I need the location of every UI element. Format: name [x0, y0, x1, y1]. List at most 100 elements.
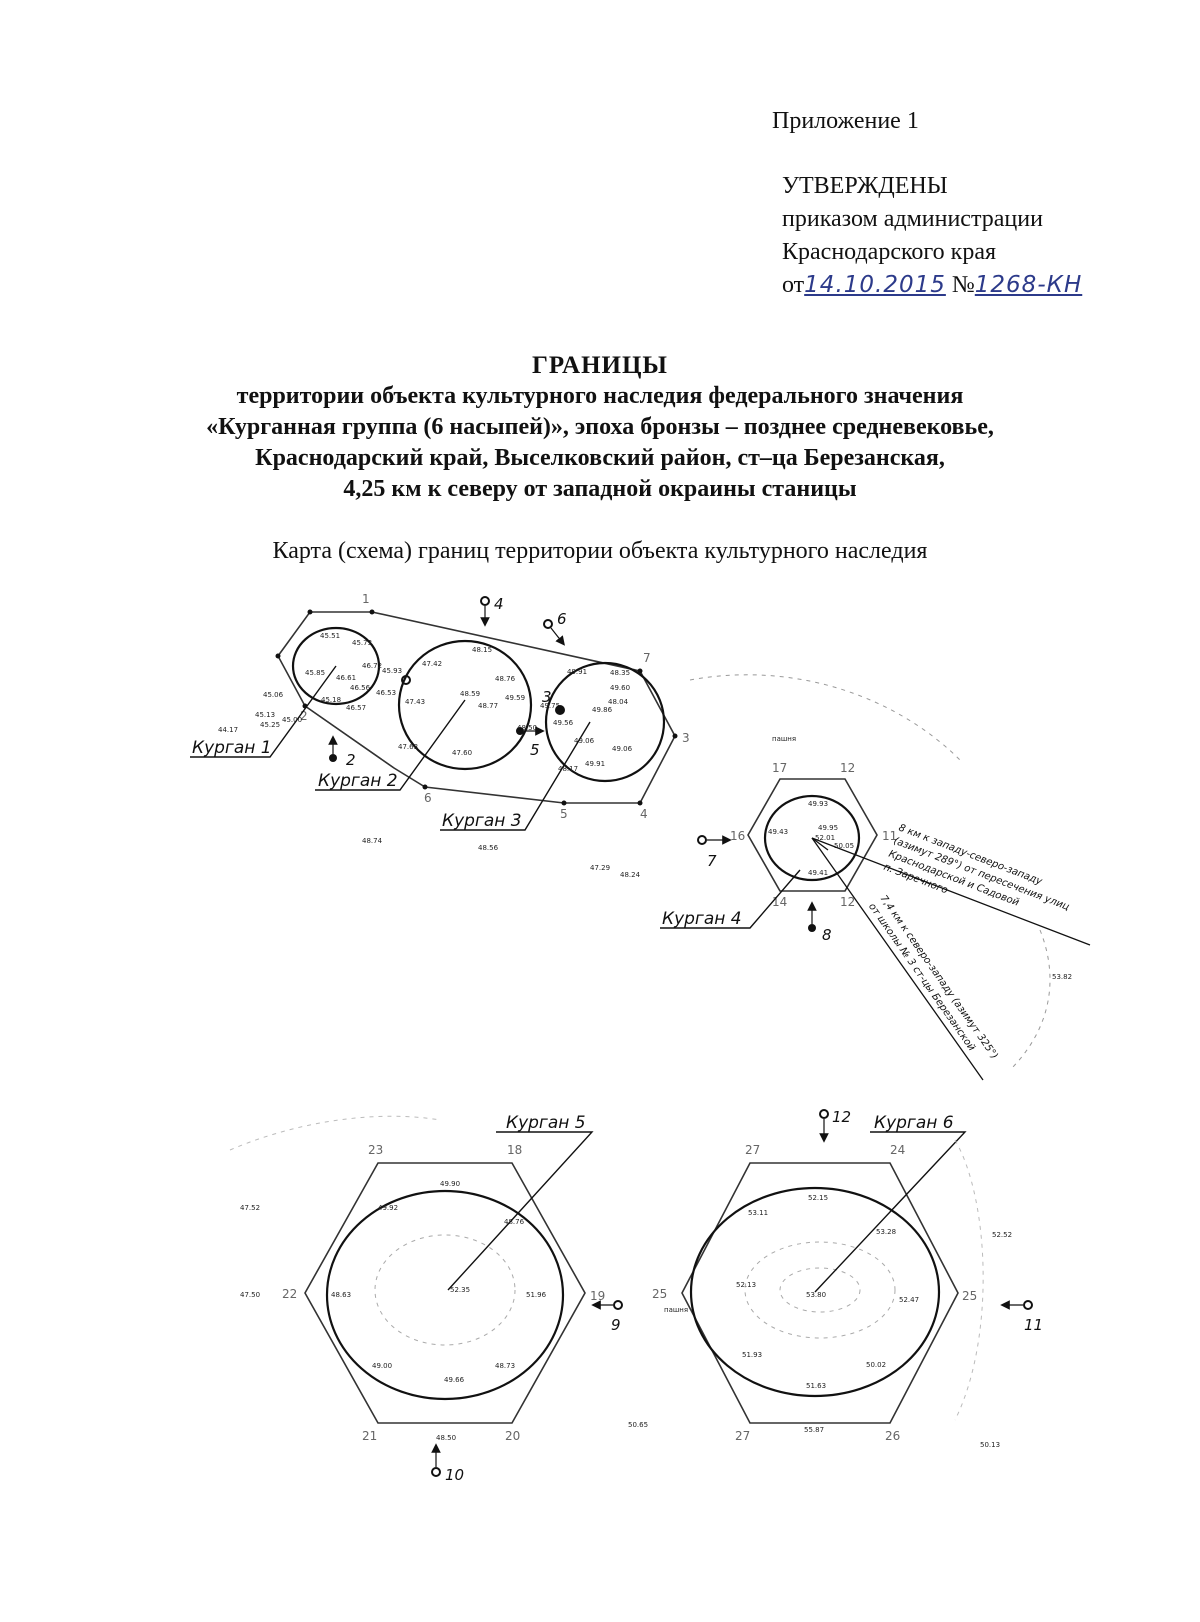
svg-text:8: 8 — [822, 926, 832, 944]
approval-date: 14.10.2015 — [804, 272, 946, 298]
svg-text:47.63: 47.63 — [398, 743, 418, 751]
vertex-number: 24 — [890, 1143, 905, 1157]
vertex-number: 27 — [735, 1429, 750, 1443]
svg-text:46.72: 46.72 — [362, 662, 382, 670]
svg-text:52.01: 52.01 — [815, 834, 835, 842]
svg-text:52.15: 52.15 — [808, 1194, 828, 1202]
vertex-number: 2 — [300, 709, 308, 723]
arable-label: пашня — [664, 1306, 688, 1314]
note-north: 7,4 км к северо-западу (азимут 325°) от … — [866, 893, 1000, 1061]
vertex-number: 7 — [643, 651, 651, 665]
svg-text:49.91: 49.91 — [585, 760, 605, 768]
svg-text:9: 9 — [611, 1316, 621, 1334]
vertex-number: 16 — [730, 829, 745, 843]
approval-line-3: Краснодарского края — [782, 239, 997, 265]
svg-text:50.02: 50.02 — [866, 1361, 886, 1369]
title-line-3: Краснодарский край, Выселковский район, … — [255, 445, 945, 471]
approval-heading: УТВЕРЖДЕНЫ — [782, 173, 948, 199]
vertex-number: 25 — [962, 1289, 977, 1303]
document-title: ГРАНИЦЫ территории объекта культурного н… — [0, 350, 1200, 505]
photo-point-6: 6 — [543, 610, 567, 646]
kurgan-1-mound — [291, 626, 381, 706]
approval-line-2: приказом администрации — [782, 206, 1043, 232]
svg-text:49.92: 49.92 — [378, 1204, 398, 1212]
approval-number-label: № — [951, 272, 975, 298]
svg-text:46.57: 46.57 — [346, 704, 366, 712]
svg-text:52.47: 52.47 — [899, 1296, 919, 1304]
svg-text:45.51: 45.51 — [320, 632, 340, 640]
vertex-number: 27 — [745, 1143, 760, 1157]
svg-text:12: 12 — [832, 1108, 851, 1126]
svg-text:53.11: 53.11 — [748, 1209, 768, 1217]
kurgan-6-mound — [689, 1186, 941, 1398]
svg-text:45.93: 45.93 — [382, 667, 402, 675]
svg-text:45.18: 45.18 — [321, 696, 341, 704]
svg-text:46.61: 46.61 — [336, 674, 356, 682]
svg-text:49.06: 49.06 — [574, 737, 595, 745]
kurgan-2-label: Курган 2 — [318, 771, 398, 791]
approval-from-label: от — [782, 272, 805, 298]
photo-point-10: 10 — [431, 1443, 464, 1484]
svg-text:48.59: 48.59 — [460, 690, 480, 698]
svg-text:48.56: 48.56 — [478, 844, 499, 852]
svg-text:45.73: 45.73 — [352, 639, 372, 647]
vertex-number: 1 — [362, 592, 370, 606]
svg-text:51.96: 51.96 — [526, 1291, 547, 1299]
svg-text:45.25: 45.25 — [260, 721, 280, 729]
svg-text:2: 2 — [346, 751, 356, 769]
vertex-number: 26 — [885, 1429, 900, 1443]
svg-text:52.52: 52.52 — [992, 1231, 1012, 1239]
svg-text:50.13: 50.13 — [980, 1441, 1000, 1449]
svg-text:48.74: 48.74 — [362, 837, 383, 845]
note-northwest: 8 км к западу-северо-западу (азимут 289°… — [882, 823, 1071, 914]
svg-text:48.04: 48.04 — [608, 698, 629, 706]
svg-text:48.76: 48.76 — [504, 1218, 525, 1226]
svg-text:55.87: 55.87 — [804, 1426, 824, 1434]
svg-text:51.93: 51.93 — [742, 1351, 762, 1359]
svg-text:48.35: 48.35 — [610, 669, 630, 677]
title-line-4: 4,25 км к северу от западной окраины ста… — [343, 476, 857, 502]
vertex-number: 12 — [840, 761, 855, 775]
title-heading: ГРАНИЦЫ — [532, 352, 668, 379]
boundary-polygon-kurgan-4 — [747, 778, 878, 892]
vertex-number: 20 — [505, 1429, 520, 1443]
photo-point-7: 7 — [697, 835, 732, 870]
svg-text:48.77: 48.77 — [478, 702, 498, 710]
svg-text:11: 11 — [1024, 1316, 1043, 1334]
kurgan-4-mound — [763, 794, 861, 882]
photo-point-9: 9 — [591, 1300, 623, 1334]
svg-text:48.63: 48.63 — [331, 1291, 351, 1299]
vertex-number: 5 — [560, 807, 568, 821]
svg-text:51.63: 51.63 — [806, 1382, 826, 1390]
svg-text:53.82: 53.82 — [1052, 973, 1072, 981]
svg-text:49.66: 49.66 — [444, 1376, 465, 1384]
kurgan-6-label: Курган 6 — [874, 1113, 954, 1133]
kurgan-3-label: Курган 3 — [442, 811, 522, 831]
svg-text:49.41: 49.41 — [808, 869, 828, 877]
photo-point-4: 4 — [480, 595, 504, 627]
vertex-number: 17 — [772, 761, 787, 775]
map-subtitle: Карта (схема) границ территории объекта … — [272, 538, 928, 564]
svg-text:49.43: 49.43 — [768, 828, 788, 836]
svg-text:3: 3 — [542, 688, 552, 706]
vertex-number: 23 — [368, 1143, 383, 1157]
boundary-polygon-kurgan-6 — [681, 1162, 959, 1424]
photo-point-5: 5 — [516, 726, 545, 759]
vertex-number: 11 — [882, 829, 897, 843]
svg-text:49.86: 49.86 — [592, 706, 613, 714]
svg-text:46.53: 46.53 — [376, 689, 396, 697]
svg-text:49.60: 49.60 — [610, 684, 630, 692]
approval-date-line: от14.10.2015 №1268-КН — [782, 269, 1082, 302]
svg-text:49.75: 49.75 — [540, 702, 560, 710]
vertex-number: 6 — [424, 791, 432, 805]
approval-number: 1268-КН — [974, 272, 1083, 298]
svg-text:46.56: 46.56 — [350, 684, 371, 692]
svg-text:49.93: 49.93 — [808, 800, 828, 808]
svg-text:49.95: 49.95 — [818, 824, 838, 832]
boundary-polygon-kurgan-5 — [304, 1162, 586, 1424]
svg-text:48.50: 48.50 — [436, 1434, 456, 1442]
svg-text:7: 7 — [707, 852, 717, 870]
svg-text:45.00: 45.00 — [282, 716, 302, 724]
svg-text:48.50: 48.50 — [517, 724, 537, 732]
svg-text:48.15: 48.15 — [472, 646, 492, 654]
